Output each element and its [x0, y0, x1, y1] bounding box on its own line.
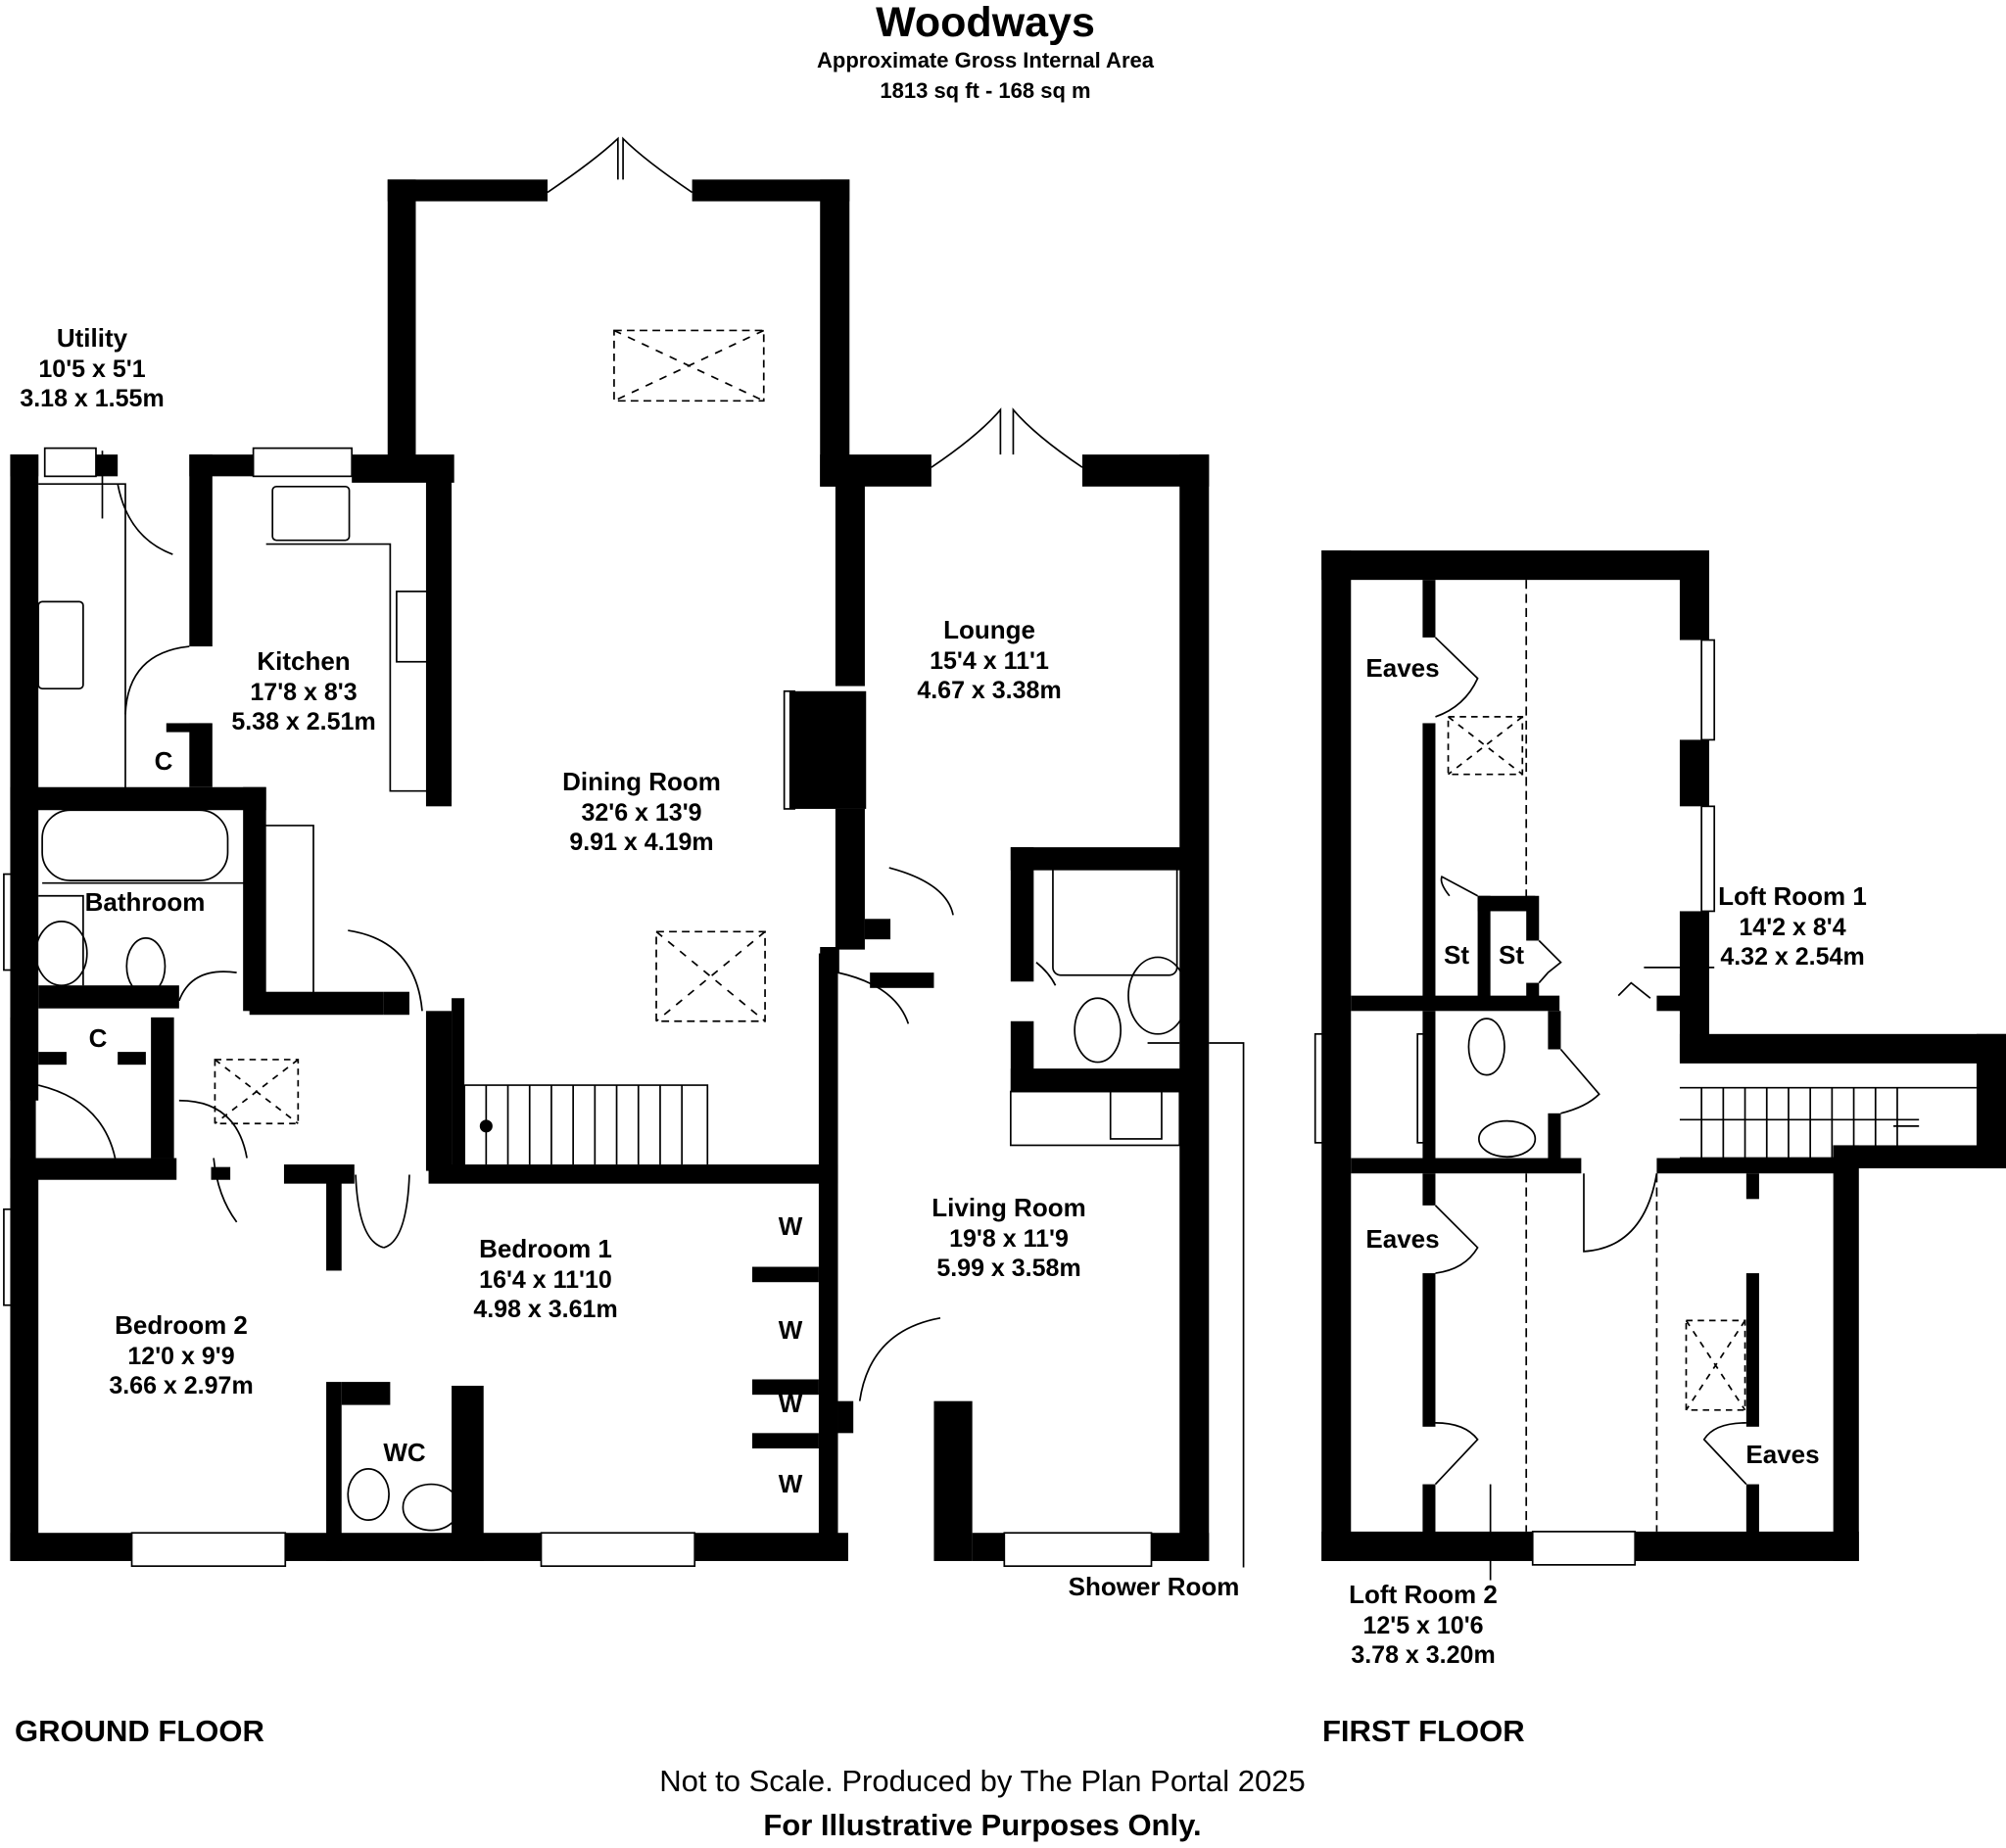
storage-text: St — [1444, 940, 1469, 970]
ground-floor-fixtures — [3, 136, 1245, 1568]
wardrobe-text: W — [778, 1315, 803, 1345]
room-name: WC — [383, 1438, 426, 1467]
eaves-text: Eaves — [1365, 1224, 1440, 1254]
room-name: Bedroom 2 — [115, 1310, 248, 1340]
illustrative-notice: For Illustrative Purposes Only. — [763, 1808, 1202, 1842]
room-wc: WC — [383, 1438, 425, 1469]
room-metric: 5.38 x 2.51m — [231, 708, 376, 736]
wardrobe-label: W — [779, 1389, 803, 1420]
cupboard-label: C — [89, 1023, 108, 1055]
room-utility: Utility 10'5 x 5'1 3.18 x 1.55m — [20, 323, 164, 414]
room-name: Utility — [56, 323, 128, 353]
room-name: Shower Room — [1068, 1572, 1240, 1601]
wardrobe-text: W — [778, 1211, 803, 1241]
room-metric: 4.32 x 2.54m — [1720, 943, 1865, 971]
cupboard-text: C — [154, 746, 173, 776]
room-loft-room-1: Loft Room 1 14'2 x 8'4 4.32 x 2.54m — [1718, 881, 1867, 972]
room-name: Dining Room — [562, 767, 721, 796]
room-name: Loft Room 2 — [1349, 1580, 1498, 1609]
eaves-label: Eaves — [1745, 1440, 1819, 1471]
room-metric: 9.91 x 4.19m — [569, 829, 714, 857]
room-imperial: 16'4 x 11'10 — [479, 1265, 612, 1294]
room-metric: 5.99 x 3.58m — [936, 1255, 1081, 1283]
storage-label: St — [1499, 940, 1524, 971]
room-name: Kitchen — [257, 646, 351, 676]
room-loft-room-2: Loft Room 2 12'5 x 10'6 3.78 x 3.20m — [1349, 1580, 1498, 1671]
room-lounge: Lounge 15'4 x 11'1 4.67 x 3.38m — [917, 615, 1061, 706]
wardrobe-label: W — [779, 1211, 803, 1243]
room-name: Loft Room 1 — [1718, 881, 1867, 911]
cupboard-text: C — [88, 1023, 108, 1053]
room-imperial: 15'4 x 11'1 — [930, 646, 1049, 675]
cupboard-label: C — [155, 746, 173, 778]
room-name: Bedroom 1 — [479, 1234, 612, 1263]
eaves-label: Eaves — [1365, 1224, 1439, 1256]
eaves-text: Eaves — [1745, 1440, 1820, 1469]
room-metric: 4.98 x 3.61m — [473, 1296, 618, 1324]
room-imperial: 14'2 x 8'4 — [1739, 913, 1846, 941]
ground-floor-label: GROUND FLOOR — [15, 1714, 264, 1748]
room-metric: 3.78 x 3.20m — [1351, 1641, 1496, 1670]
room-name: Bathroom — [84, 887, 206, 917]
room-metric: 3.66 x 2.97m — [109, 1372, 254, 1400]
room-metric: 3.18 x 1.55m — [20, 385, 165, 413]
room-shower-room: Shower Room — [1069, 1572, 1240, 1603]
room-imperial: 10'5 x 5'1 — [38, 355, 146, 383]
room-imperial: 12'0 x 9'9 — [127, 1342, 235, 1370]
room-imperial: 17'8 x 8'3 — [250, 678, 358, 706]
first-floor-walls — [1321, 550, 2006, 1561]
wardrobe-text: W — [778, 1389, 803, 1418]
room-living-room: Living Room 19'8 x 11'9 5.99 x 3.58m — [931, 1193, 1085, 1284]
room-imperial: 32'6 x 13'9 — [581, 798, 702, 827]
room-imperial: 19'8 x 11'9 — [949, 1224, 1069, 1253]
area-value: 1813 sq ft - 168 sq m — [880, 78, 1091, 103]
disclaimer-text: Not to Scale. Produced by The Plan Porta… — [659, 1764, 1306, 1798]
first-floor-label: FIRST FLOOR — [1322, 1714, 1525, 1748]
eaves-text: Eaves — [1365, 653, 1440, 683]
wardrobe-label: W — [779, 1315, 803, 1347]
first-floor-fixtures — [1313, 580, 1977, 1581]
area-label: Approximate Gross Internal Area — [817, 48, 1154, 72]
wardrobe-label: W — [779, 1469, 803, 1500]
storage-text: St — [1499, 940, 1524, 970]
room-bathroom: Bathroom — [85, 887, 206, 919]
room-dining-room: Dining Room 32'6 x 13'9 9.91 x 4.19m — [562, 767, 721, 858]
room-name: Lounge — [943, 615, 1035, 644]
ground-floor-walls — [10, 179, 1210, 1561]
wardrobe-text: W — [778, 1469, 803, 1498]
room-kitchen: Kitchen 17'8 x 8'3 5.38 x 2.51m — [231, 646, 375, 737]
room-imperial: 12'5 x 10'6 — [1362, 1611, 1484, 1639]
room-bedroom-2: Bedroom 2 12'0 x 9'9 3.66 x 2.97m — [109, 1310, 253, 1401]
eaves-label: Eaves — [1365, 653, 1439, 685]
page-title: Woodways — [876, 0, 1095, 46]
room-metric: 4.67 x 3.38m — [917, 677, 1062, 705]
room-name: Living Room — [931, 1193, 1086, 1222]
storage-label: St — [1444, 940, 1469, 971]
room-bedroom-1: Bedroom 1 16'4 x 11'10 4.98 x 3.61m — [473, 1234, 617, 1325]
